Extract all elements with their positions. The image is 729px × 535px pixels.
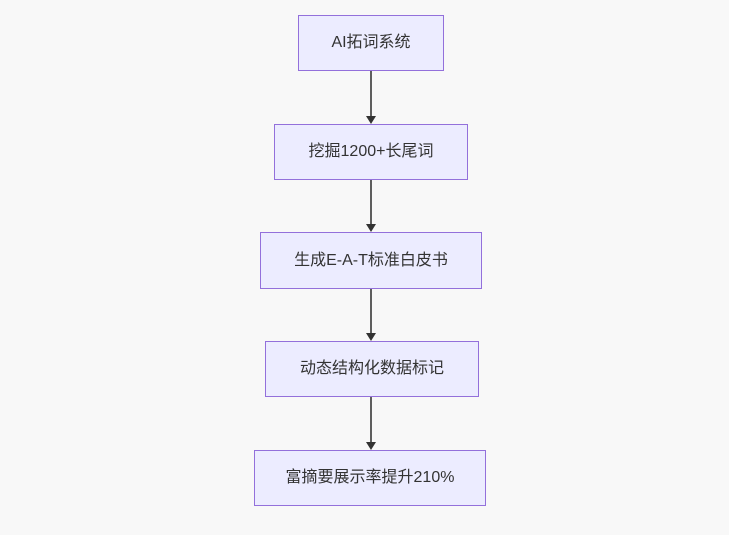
edge-line <box>370 180 372 225</box>
arrow-down-icon <box>366 224 376 232</box>
flow-edge-4 <box>365 397 377 450</box>
flow-node-ai-keyword-system: AI拓词系统 <box>298 15 444 71</box>
flow-node-eat-whitepaper: 生成E-A-T标准白皮书 <box>260 232 482 289</box>
flow-node-rich-snippet-result: 富摘要展示率提升210% <box>254 450 486 506</box>
edge-line <box>370 397 372 443</box>
arrow-down-icon <box>366 116 376 124</box>
arrow-down-icon <box>366 442 376 450</box>
flow-edge-1 <box>365 71 377 124</box>
flow-node-structured-data-markup: 动态结构化数据标记 <box>265 341 479 397</box>
edge-line <box>370 289 372 334</box>
flow-node-longtail-mining: 挖掘1200+长尾词 <box>274 124 468 180</box>
flow-edge-2 <box>365 180 377 232</box>
flow-edge-3 <box>365 289 377 341</box>
edge-line <box>370 71 372 117</box>
arrow-down-icon <box>366 333 376 341</box>
